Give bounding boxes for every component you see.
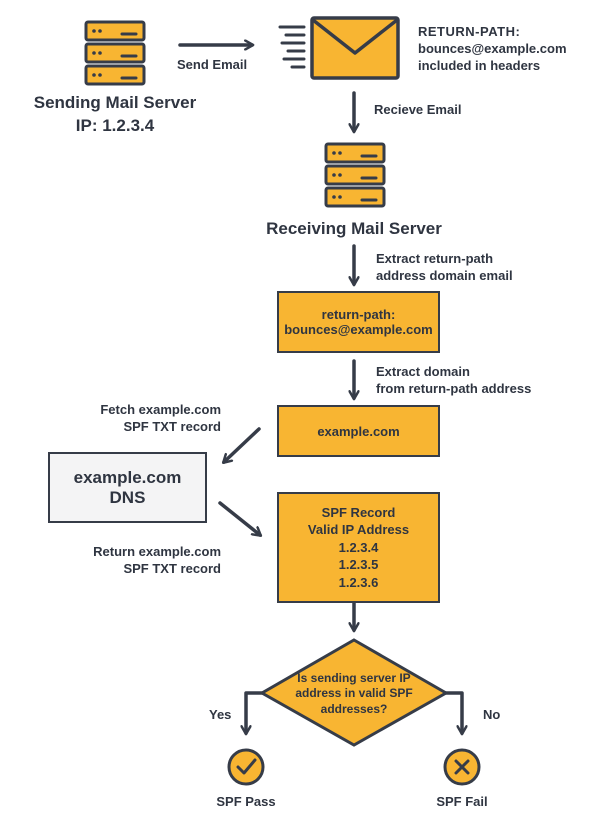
return-label-2: SPF TXT record (123, 561, 221, 576)
dns-box-label: DNS (109, 487, 146, 507)
extract-return-path-label-1: Extract return-path (376, 251, 494, 266)
spf-record-title: SPF Record (321, 504, 396, 520)
return-path-box-address: bounces@example.com (284, 322, 433, 337)
return-path-box-label: return-path: (321, 307, 396, 322)
spf-record-subtitle: Valid IP Address (307, 522, 410, 538)
fetch-label-1: Fetch example.com (100, 402, 221, 417)
decision-diamond (258, 638, 450, 747)
dns-box-domain: example.com (73, 467, 182, 487)
return-path-note: included in headers (418, 58, 541, 73)
decision-question: Is sending server IP address in valid SP… (284, 671, 424, 717)
send-email-label: Send Email (177, 57, 248, 72)
decision-line-3: addresses? (320, 701, 388, 716)
extract-domain-label-1: Extract domain (376, 364, 470, 379)
dns-box: example.com DNS (48, 452, 207, 523)
domain-box-label: example.com (317, 423, 400, 439)
server-stack-icon (324, 142, 386, 208)
fetch-arrow (224, 427, 261, 462)
no-label: No (483, 707, 501, 722)
sending-server-ip: IP: 1.2.3.4 (75, 116, 155, 135)
x-mark-icon (443, 748, 481, 786)
decision-line-2: address in valid SPF (295, 686, 413, 701)
server-stack-icon (84, 20, 146, 86)
receive-email-label: Recieve Email (374, 102, 462, 117)
envelope-icon (278, 16, 400, 80)
spf-pass-label: SPF Pass (216, 794, 276, 809)
spf-record-ip: 1.2.3.5 (338, 557, 379, 573)
spf-record-ip: 1.2.3.4 (338, 539, 379, 555)
extract-return-path-label-2: address domain email (376, 268, 513, 283)
receiving-server-title: Receiving Mail Server (266, 219, 442, 238)
fetch-label-2: SPF TXT record (123, 419, 221, 434)
domain-box: example.com (277, 405, 440, 457)
return-path-box: return-path: bounces@example.com (277, 291, 440, 353)
spf-record-box: SPF Record Valid IP Address 1.2.3.4 1.2.… (277, 492, 440, 603)
decision-line-1: Is sending server IP (297, 671, 411, 685)
return-label-1: Return example.com (93, 544, 221, 559)
checkmark-icon (227, 748, 265, 786)
no-arrow (444, 691, 462, 733)
return-path-address: bounces@example.com (418, 41, 567, 56)
return-arrow (218, 501, 260, 535)
yes-arrow (246, 691, 264, 733)
yes-label: Yes (209, 707, 232, 722)
return-path-heading: RETURN-PATH: (418, 24, 521, 39)
spf-fail-label: SPF Fail (436, 794, 488, 809)
sending-server-title: Sending Mail Server (33, 93, 197, 112)
extract-domain-label-2: from return-path address (376, 381, 532, 396)
spf-record-ip: 1.2.3.6 (338, 574, 379, 590)
